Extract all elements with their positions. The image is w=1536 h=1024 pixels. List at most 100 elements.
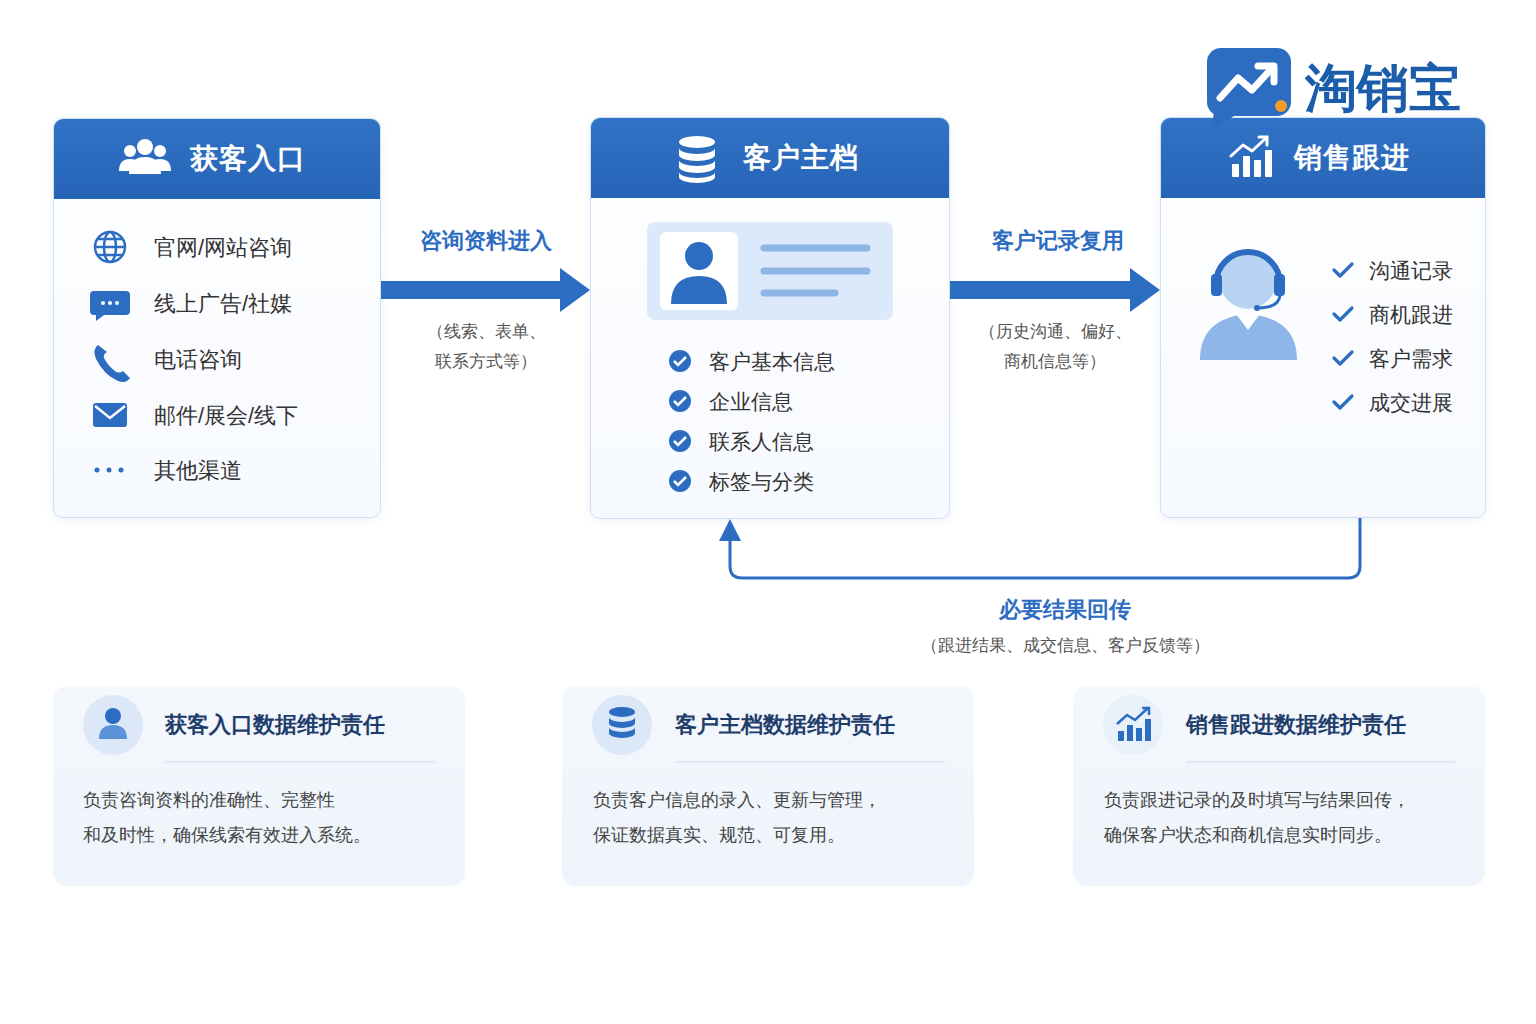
list-item: 客户基本信息 [709, 347, 835, 377]
list-item: 官网/网站咨询 [154, 233, 292, 263]
flow-arrow-part [730, 518, 1360, 578]
list-item: 沟通记录 [1369, 256, 1453, 286]
database-icon [679, 136, 715, 183]
list-item: 线上广告/社媒 [154, 289, 292, 319]
flow-arrow-part [560, 268, 590, 312]
list-item: 标签与分类 [709, 467, 814, 497]
chat-icon-part [115, 301, 119, 305]
flow-arrow-part [719, 519, 741, 541]
flow-arrow-part [950, 281, 1130, 299]
list-item: 企业信息 [709, 387, 793, 417]
globe-icon [95, 232, 125, 262]
database-badge-icon-part [609, 727, 635, 738]
chart-icon-part [1232, 164, 1239, 177]
chart-badge-icon-part [1145, 719, 1151, 741]
logo-icon-part [1258, 66, 1274, 82]
logo-icon-part [1220, 68, 1272, 98]
check-mark-icons [1334, 264, 1352, 408]
list-item: 客户需求 [1369, 344, 1453, 374]
process-card: 销售跟进沟通记录商机跟进客户需求成交进展 [1160, 117, 1486, 518]
person-badge-icon [83, 695, 143, 755]
profile-card-illustration-part [764, 268, 867, 275]
check-circle-icons-part [669, 470, 691, 492]
mail-icon-part [93, 403, 127, 427]
flow-arrow [950, 268, 1160, 312]
logo-icon [1207, 48, 1291, 130]
more-icon-part [107, 468, 112, 473]
people-icon-part [124, 145, 136, 157]
process-card: 获客入口官网/网站咨询线上广告/社媒电话咨询邮件/展会/线下其他渠道 [53, 118, 381, 518]
profile-card-illustration-part [764, 245, 867, 252]
chat-icon-part [101, 301, 105, 305]
chart-icon-part [1265, 150, 1272, 177]
check-circle-icons-part [669, 430, 691, 452]
chart-badge-icon-part [1127, 725, 1133, 741]
person-badge-icon-part [105, 708, 121, 724]
chart-icon-part [1231, 138, 1266, 156]
globe-icon-part [95, 232, 125, 262]
edge-label: 咨询资料进入 [420, 226, 552, 256]
chart-icon [1231, 137, 1272, 177]
database-badge-icon-part [609, 717, 635, 728]
process-card: 客户主档客户基本信息企业信息联系人信息标签与分类 [590, 117, 950, 519]
profile-card-illustration-part [764, 290, 835, 297]
agent-avatar-illustration-part [1200, 314, 1297, 360]
people-icon-part [154, 145, 166, 157]
agent-avatar-illustration-part [1258, 296, 1280, 308]
divider-lines [165, 761, 1455, 763]
database-icon-part [679, 148, 715, 161]
phone-icon [94, 345, 130, 382]
chart-badge-icon-part [1118, 731, 1124, 741]
chart-icon-part [1254, 160, 1261, 177]
responsibility-card: 客户主档数据维护责任负责客户信息的录入、更新与管理， 保证数据真实、规范、可复用… [562, 686, 974, 886]
list-item: 电话咨询 [154, 345, 242, 375]
edge-label: 必要结果回传 [999, 595, 1131, 625]
list-item: 其他渠道 [154, 456, 242, 486]
check-mark-icons-part [1334, 308, 1352, 320]
chat-icon-part [108, 301, 112, 305]
database-icon-part [679, 172, 715, 183]
list-item: 邮件/展会/线下 [154, 401, 298, 431]
chart-icon-part [1243, 156, 1250, 177]
list-item: 成交进展 [1369, 388, 1453, 418]
logo-icon-part [1212, 110, 1234, 130]
more-icon-part [95, 468, 100, 473]
divider-lines-part [675, 761, 945, 763]
agent-avatar-illustration-part [1236, 314, 1260, 330]
logo-text: 淘销宝 [1305, 54, 1461, 122]
profile-card-illustration-part [685, 242, 713, 270]
agent-avatar-illustration-part [1274, 274, 1285, 296]
edge-label: 客户记录复用 [992, 226, 1124, 256]
responsibility-card: 销售跟进数据维护责任负责跟进记录的及时填写与结果回传， 确保客户状态和商机信息实… [1073, 686, 1485, 886]
card-heading: 获客入口数据维护责任 [165, 709, 385, 741]
card-body: 负责跟进记录的及时填写与结果回传， 确保客户状态和商机信息实时同步。 [1104, 783, 1434, 853]
people-icon-part [119, 159, 138, 171]
chart-icon-part [1259, 137, 1267, 145]
check-circle-icons-part [674, 357, 686, 365]
database-badge-icon-part [592, 695, 652, 755]
more-icon [95, 468, 124, 473]
agent-avatar-illustration-part [1254, 305, 1260, 311]
database-icon-part [679, 160, 715, 173]
card-title: 销售跟进 [1294, 140, 1410, 176]
phone-icon-part [94, 345, 130, 382]
check-circle-icons-part [674, 477, 686, 485]
chart-badge-icon-part [1142, 708, 1149, 715]
globe-icon-part [98, 239, 122, 255]
database-badge-icon-part [609, 707, 635, 717]
globe-icon-part [104, 232, 116, 262]
check-mark-icons-part [1334, 352, 1352, 364]
person-badge-icon-part [83, 695, 143, 755]
divider-lines-part [1186, 761, 1455, 763]
more-icon-part [119, 468, 124, 473]
profile-card-illustration-part [647, 222, 893, 320]
people-icon [119, 139, 171, 174]
chart-badge-icon [1103, 695, 1163, 755]
mail-icon-part [95, 406, 125, 418]
mail-icon [93, 403, 127, 427]
agent-avatar-illustration-part [1216, 252, 1280, 284]
edge-sublabel: （跟进结果、成交信息、客户反馈等） [921, 635, 1210, 657]
